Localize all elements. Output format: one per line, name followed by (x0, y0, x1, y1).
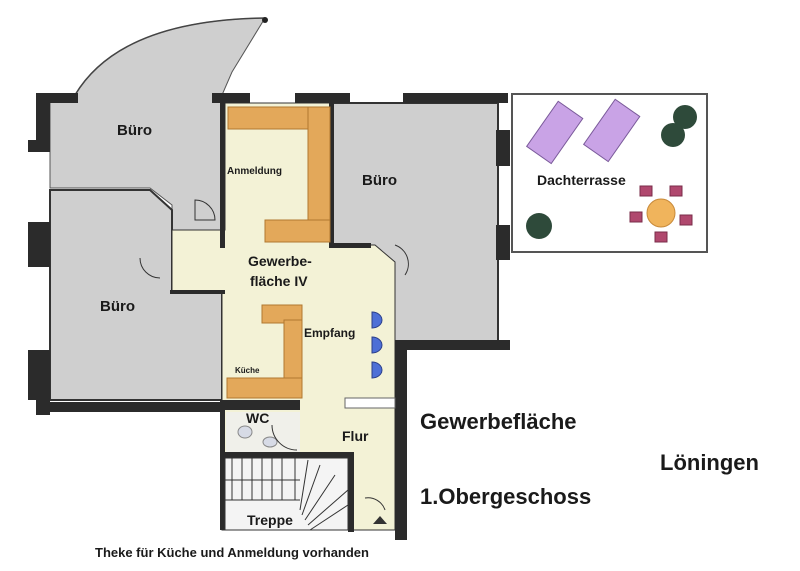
caption: Theke für Küche und Anmeldung vorhanden (95, 545, 369, 560)
bay-window (74, 17, 266, 96)
window-sill (344, 397, 396, 409)
sink-icon (237, 425, 253, 439)
up-arrow-icon (373, 516, 387, 524)
label-wc: WC (246, 410, 270, 426)
label-buero-top-left: Büro (117, 122, 152, 139)
title-gewerbeflaeche: Gewerbefläche (420, 409, 577, 434)
label-gewerbe-line2: fläche IV (250, 273, 308, 289)
stairs (224, 457, 349, 531)
label-kueche: Küche (235, 366, 260, 375)
label-dachterrasse: Dachterrasse (537, 172, 626, 188)
label-buero-right: Büro (362, 172, 397, 189)
plants (526, 105, 697, 239)
title-floor: 1.Obergeschoss (420, 484, 592, 509)
label-treppe: Treppe (247, 512, 293, 528)
terrace-table (646, 198, 676, 228)
toilet-icon (262, 436, 278, 448)
label-flur: Flur (342, 428, 369, 444)
terrace-chairs (629, 185, 693, 243)
doors (139, 199, 409, 511)
label-buero-left: Büro (100, 298, 135, 315)
sun-loungers (525, 98, 641, 165)
reception-seats (371, 311, 383, 379)
walls (28, 93, 510, 540)
counters (226, 106, 331, 399)
label-anmeldung: Anmeldung (227, 166, 282, 177)
label-empfang: Empfang (304, 326, 356, 340)
bay-corner (262, 17, 268, 23)
label-gewerbe-line1: Gewerbe- (248, 253, 312, 269)
title-location: Löningen (660, 450, 759, 475)
